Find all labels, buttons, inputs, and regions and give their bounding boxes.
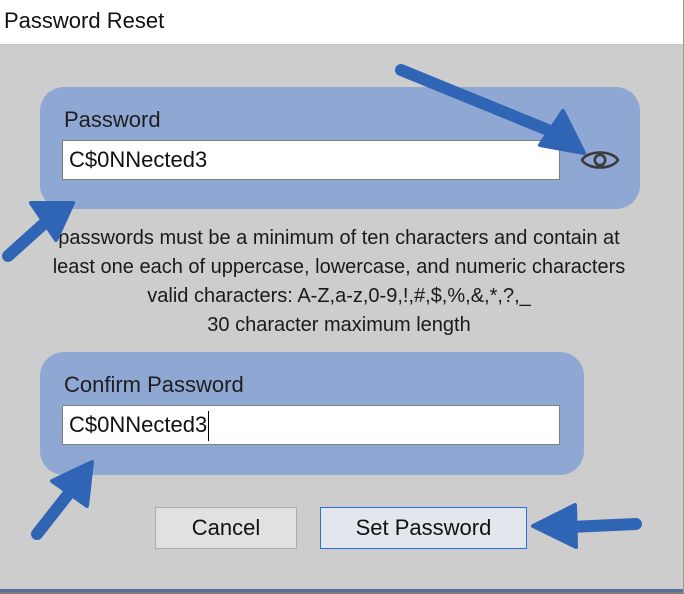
- password-value: C$0NNected3: [69, 147, 208, 172]
- annotation-arrow-set-password: [531, 503, 642, 549]
- confirm-password-input[interactable]: C$0NNected3: [62, 405, 560, 445]
- requirements-line-1: passwords must be a minimum of ten chara…: [58, 227, 620, 249]
- eye-icon: [580, 151, 620, 169]
- requirements-line-2: least one each of uppercase, lowercase, …: [52, 256, 626, 278]
- confirm-password-label: Confirm Password: [64, 372, 244, 397]
- window-bottom-edge: [0, 589, 683, 592]
- password-requirements: passwords must be a minimum of ten chara…: [0, 224, 678, 340]
- confirm-password-value: C$0NNected3: [69, 412, 208, 437]
- confirm-password-panel: Confirm Password C$0NNected3: [40, 352, 584, 475]
- requirements-line-4: 30 character maximum length: [207, 314, 471, 336]
- requirements-line-3: valid characters: A-Z,a-z,0-9,!,#,$,%,&,…: [147, 285, 531, 307]
- password-panel: Password C$0NNected3: [40, 87, 640, 209]
- show-password-toggle[interactable]: [578, 144, 622, 176]
- window-title: Password Reset: [4, 8, 165, 33]
- set-password-button[interactable]: Set Password: [320, 507, 527, 549]
- cancel-button[interactable]: Cancel: [155, 507, 297, 549]
- password-input[interactable]: C$0NNected3: [62, 140, 560, 180]
- title-bar[interactable]: Password Reset: [0, 0, 683, 45]
- text-caret: [208, 411, 210, 442]
- password-label: Password: [64, 107, 161, 132]
